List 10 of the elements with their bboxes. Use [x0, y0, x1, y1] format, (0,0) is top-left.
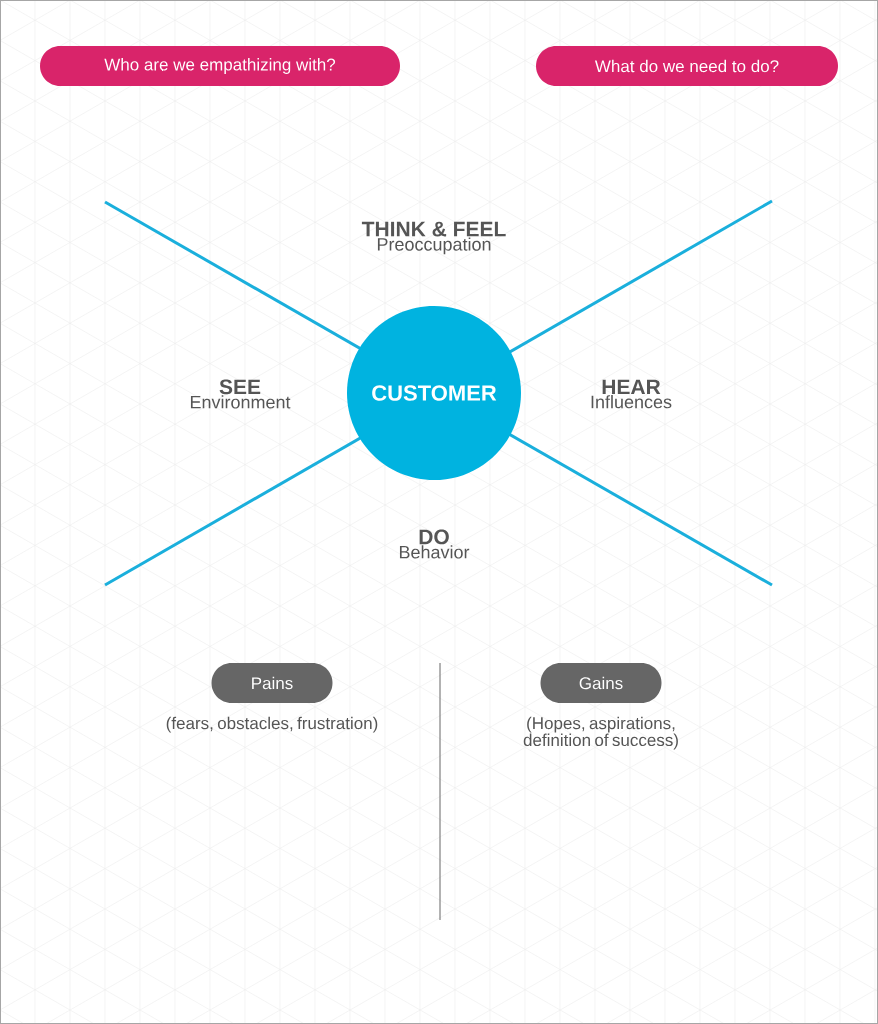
description-text: (Hopes, aspirations, definition of success) [523, 716, 678, 750]
quadrant-label: THINK & FEEL Preoccupation [361, 221, 506, 255]
category-pill: Pains [211, 663, 333, 703]
question-pill: What do we need to do? [536, 46, 838, 86]
quadrant-label: DO Behavior [399, 529, 470, 559]
description-text: (fears, obstacles, frustration) [166, 716, 378, 733]
category-pill: Gains [540, 663, 662, 703]
quadrant-label: SEE Environment [190, 379, 291, 409]
quadrant-label: HEAR Influences [591, 379, 672, 409]
question-pill: Who are we empathizing with? [40, 46, 400, 86]
